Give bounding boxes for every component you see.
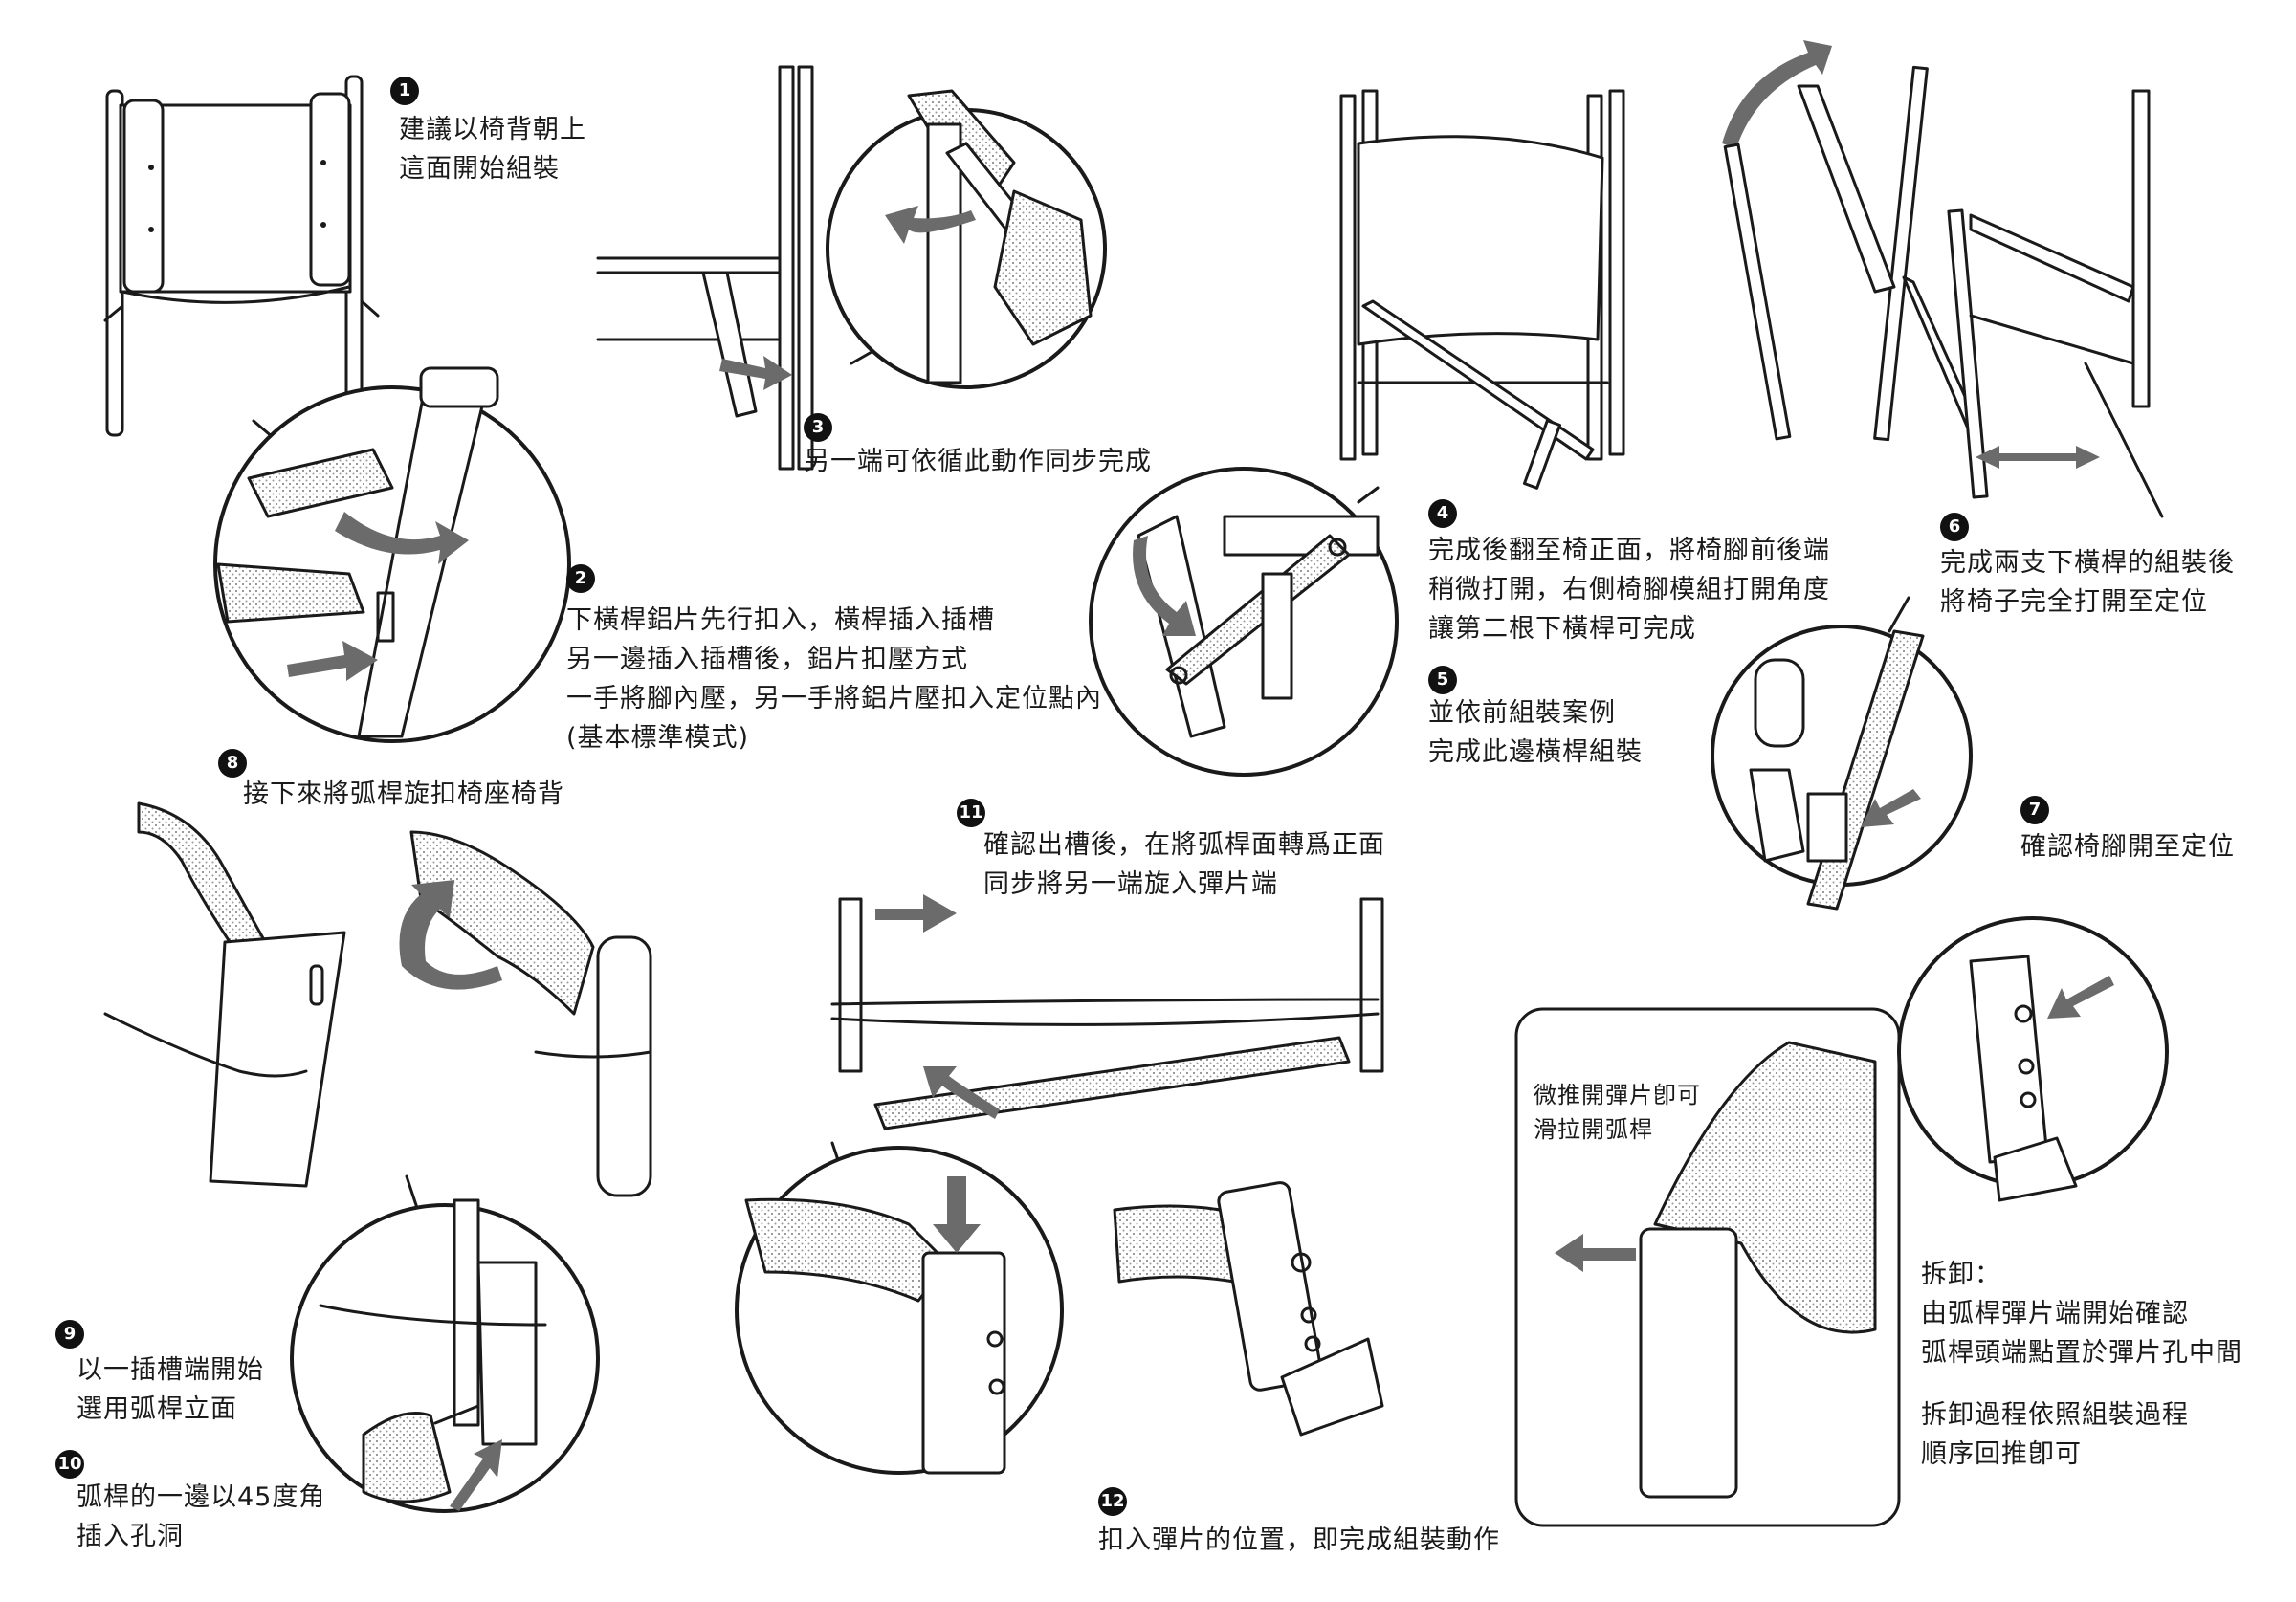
step-8-text: 接下來將弧桿旋扣椅座椅背 xyxy=(243,775,564,814)
step-8-badge: 8 xyxy=(218,749,247,778)
box-note-line-1: 微推開彈片卽可 xyxy=(1534,1082,1701,1108)
step-2-line-3: 一手將腳內壓，另一手將鋁片壓扣入定位點內 xyxy=(566,684,1102,713)
step-2-text: 下橫桿鋁片先行扣入，橫桿插入插槽 另一邊插入插槽後，鋁片扣壓方式 一手將腳內壓，… xyxy=(566,601,1102,757)
box-note-text: 微推開彈片卽可 滑拉開弧桿 xyxy=(1534,1078,1701,1147)
step-6-text: 完成兩支下橫桿的組裝後 將椅子完全打開至定位 xyxy=(1940,543,2235,622)
leg-lock-detail-figure xyxy=(1711,596,1973,911)
rod-face-rotate-figure xyxy=(735,894,1384,1475)
disassembly-line-1: 由弧桿彈片端開始確認 xyxy=(1921,1299,2189,1328)
step-11-line-2: 同步將另一端旋入彈片端 xyxy=(983,869,1278,899)
step-1-line-2: 這面開始組裝 xyxy=(399,154,560,184)
step-2-badge: 2 xyxy=(566,564,595,593)
step-11-text: 確認出槽後，在將弧桿面轉爲正面 同步將另一端旋入彈片端 xyxy=(983,825,1385,904)
step-9-text: 以一插槽端開始 選用弧桿立面 xyxy=(77,1350,264,1429)
chair-front-legs-figure xyxy=(1089,89,1625,777)
step-6-line-2: 將椅子完全打開至定位 xyxy=(1940,587,2208,617)
chair-back-frame-figure xyxy=(103,75,380,437)
step-11-badge: 11 xyxy=(957,799,985,827)
step-5-line-1: 並依前組裝案例 xyxy=(1428,698,1616,728)
step-2-line-4: (基本標準模式) xyxy=(566,723,750,753)
step-10-line-1: 弧桿的一邊以45度角 xyxy=(77,1482,326,1512)
rod-insert-detail-figure xyxy=(290,1174,600,1513)
step-4-line-1: 完成後翻至椅正面，將椅腳前後端 xyxy=(1428,536,1830,565)
push-spring-box-figure xyxy=(1514,1007,1901,1527)
step-3-line-1: 另一端可依循此動作同步完成 xyxy=(804,447,1152,476)
step-6-line-1: 完成兩支下橫桿的組裝後 xyxy=(1940,548,2235,578)
step-7-line-1: 確認椅腳開至定位 xyxy=(2020,832,2235,862)
step-12-badge: 12 xyxy=(1098,1487,1127,1516)
armrest-rotate-figure xyxy=(103,801,652,1197)
disassembly-line-4: 順序回推卽可 xyxy=(1921,1439,2082,1469)
step-8-line-1: 接下來將弧桿旋扣椅座椅背 xyxy=(243,779,564,809)
step-5-text: 並依前組裝案例 完成此邊橫桿組裝 xyxy=(1428,693,1643,772)
disassembly-text: 拆卸： 由弧桿彈片端開始確認 弧桿頭端點置於彈片孔中間 拆卸過程依照組裝過程 順… xyxy=(1921,1255,2242,1474)
step-4-line-2: 稍微打開，右側椅腳模組打開角度 xyxy=(1428,575,1830,604)
step-4-badge: 4 xyxy=(1428,499,1457,528)
step-7-badge: 7 xyxy=(2020,796,2049,824)
disassembly-line-2: 弧桿頭端點置於彈片孔中間 xyxy=(1921,1338,2242,1368)
box-note-line-2: 滑拉開弧桿 xyxy=(1534,1116,1653,1143)
disassembly-detail-figure xyxy=(1897,916,2169,1202)
step-5-line-2: 完成此邊橫桿組裝 xyxy=(1428,737,1643,767)
step-2-line-1: 下橫桿鋁片先行扣入，橫桿插入插槽 xyxy=(566,605,995,635)
step-3-badge: 3 xyxy=(804,413,832,442)
step-10-text: 弧桿的一邊以45度角 插入孔洞 xyxy=(77,1478,325,1556)
step-1-text: 建議以椅背朝上 這面開始組裝 xyxy=(399,110,586,188)
step-10-badge: 10 xyxy=(55,1450,84,1479)
step-5-badge: 5 xyxy=(1428,666,1457,694)
step-3-text: 另一端可依循此動作同步完成 xyxy=(804,442,1152,481)
disassembly-title: 拆卸： xyxy=(1921,1260,2001,1289)
step-9-line-1: 以一插槽端開始 xyxy=(77,1355,264,1385)
step-12-line-1: 扣入彈片的位置，即完成組裝動作 xyxy=(1098,1525,1500,1555)
step-2-line-2: 另一邊插入插槽後，鋁片扣壓方式 xyxy=(566,645,968,674)
step-4-line-3: 讓第二根下橫桿可完成 xyxy=(1428,614,1696,644)
step-11-line-1: 確認出槽後，在將弧桿面轉爲正面 xyxy=(983,830,1385,860)
bar-insert-detail-figure xyxy=(213,366,571,743)
step-7-text: 確認椅腳開至定位 xyxy=(2020,827,2235,867)
step-1-badge: 1 xyxy=(390,77,419,105)
step-6-badge: 6 xyxy=(1940,513,1969,541)
disassembly-spacer xyxy=(1921,1372,2242,1395)
step-9-badge: 9 xyxy=(55,1320,84,1349)
step-4-text: 完成後翻至椅正面，將椅腳前後端 稍微打開，右側椅腳模組打開角度 讓第二根下橫桿可… xyxy=(1428,531,1830,648)
step-1-line-1: 建議以椅背朝上 xyxy=(399,115,586,144)
disassembly-line-3: 拆卸過程依照組裝過程 xyxy=(1921,1400,2189,1430)
chair-side-bar-figure xyxy=(596,65,1107,471)
step-12-text: 扣入彈片的位置，即完成組裝動作 xyxy=(1098,1521,1500,1560)
step-10-line-2: 插入孔洞 xyxy=(77,1522,184,1551)
step-9-line-2: 選用弧桿立面 xyxy=(77,1394,237,1424)
clip-final-figure xyxy=(1113,1181,1384,1437)
chair-opened-figure xyxy=(1722,40,2164,518)
